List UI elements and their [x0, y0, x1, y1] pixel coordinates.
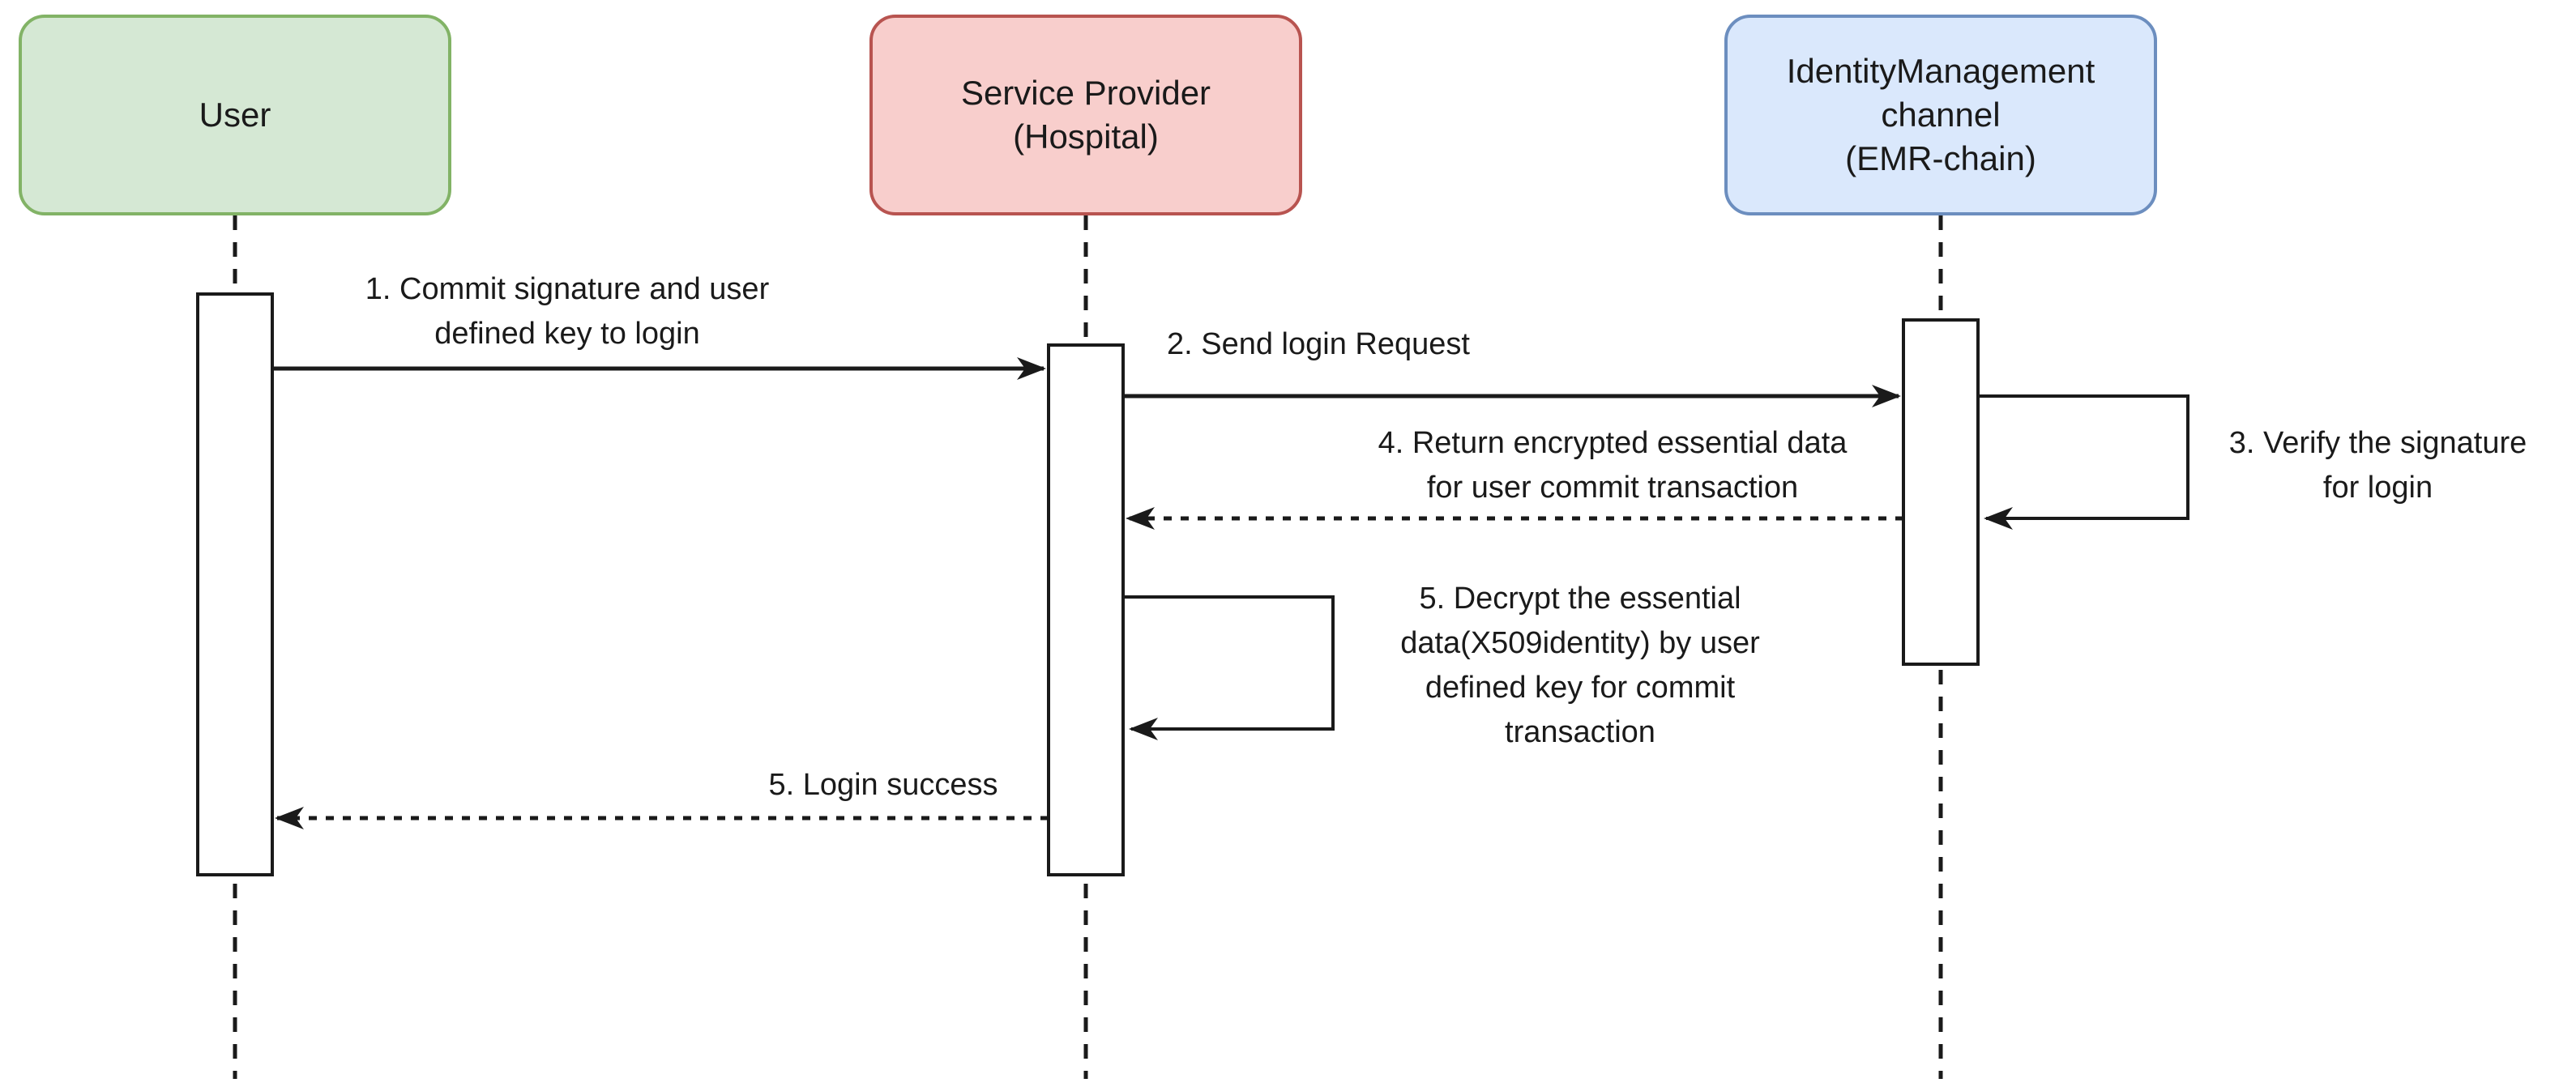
- identity-management-activation-bar: [1902, 318, 1980, 666]
- actor-user-box: [19, 15, 451, 215]
- message-5b-label: 5. Login success: [768, 768, 998, 802]
- message-3-self-arrow: [1978, 394, 2189, 530]
- actor-identity-management-box: [1724, 15, 2157, 215]
- service-provider-activation-bar: [1047, 343, 1125, 876]
- message-3-label: 3. Verify the signature for login: [2228, 426, 2527, 505]
- actor-service-provider-box: [869, 15, 1302, 215]
- message-5-self-arrow: [1123, 595, 1335, 740]
- message-4-label: 4. Return encrypted essential data for u…: [1378, 426, 1848, 505]
- actor-user-label: User: [199, 96, 271, 134]
- actor-identity-management-label: IdentityManagement channel (EMR-chain): [1786, 52, 2095, 177]
- message-1-label: 1. Commit signature and user defined key…: [365, 272, 770, 351]
- actor-service-provider-label: Service Provider (Hospital): [960, 74, 1211, 156]
- user-activation-bar: [196, 292, 274, 876]
- message-5-label: 5. Decrypt the essential data(X509identi…: [1400, 582, 1760, 749]
- message-2-label: 2. Send login Request: [1167, 327, 1470, 361]
